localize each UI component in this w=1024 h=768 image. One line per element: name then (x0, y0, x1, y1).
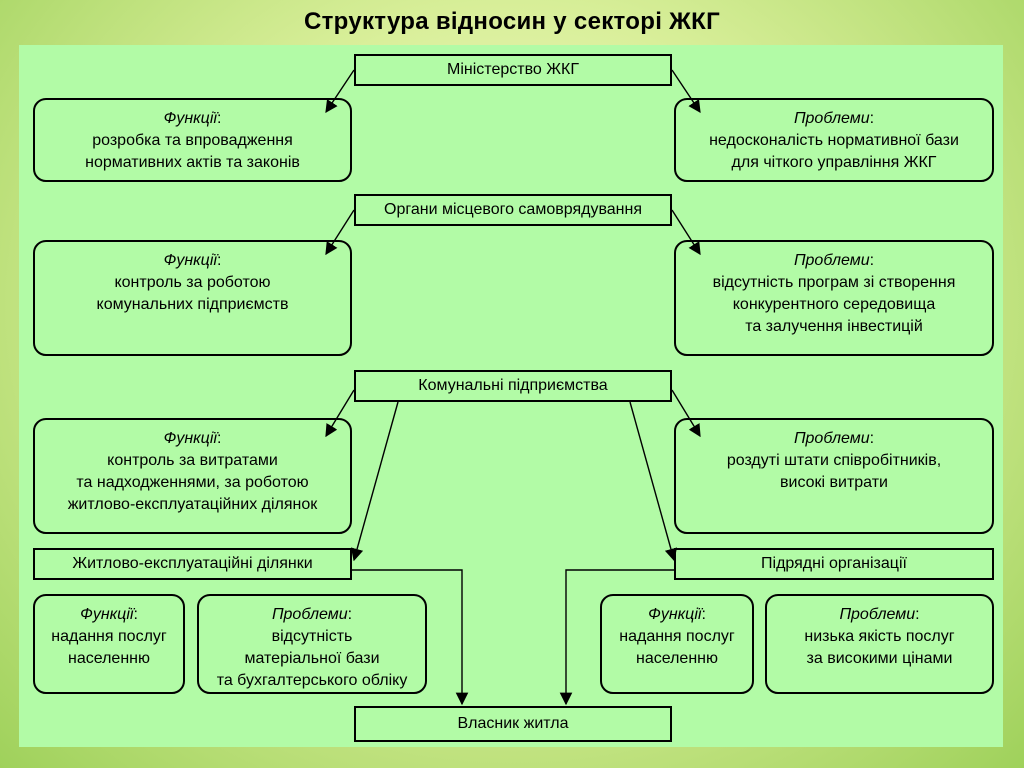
contractor-functions-box: Функції: надання послуг населенню (600, 594, 754, 694)
local-gov-functions-line-1: контроль за роботою (114, 274, 271, 291)
ministry-problems-line-2: для чіткого управління ЖКГ (731, 154, 937, 171)
housing-sites-box: Житлово-експлуатаційні ділянки (33, 548, 352, 580)
utilities-problems-box: Проблеми: роздуті штати співробітників, … (674, 418, 994, 534)
ministry-box: Міністерство ЖКГ (354, 54, 672, 86)
contractor-problems-line-1: низька якість послуг (804, 628, 955, 645)
utilities-label: Комунальні підприємства (418, 377, 608, 394)
ministry-functions-line-2: нормативних актів та законів (85, 154, 300, 171)
housing-functions-head: Функції: (80, 606, 138, 623)
utilities-functions-box: Функції: контроль за витратами та надход… (33, 418, 352, 534)
slide-title: Структура відносин у секторі ЖКГ (304, 8, 720, 35)
housing-problems-head: Проблеми: (271, 606, 353, 623)
contractor-functions-head: Функції: (648, 606, 706, 623)
local-gov-label: Органи місцевого самоврядування (384, 201, 642, 218)
ministry-label: Міністерство ЖКГ (447, 61, 579, 78)
local-gov-problems-line-3: та залучення інвестицій (745, 318, 923, 335)
owner-box: Власник житла (354, 706, 672, 742)
contractor-problems-box: Проблеми: низька якість послуг за високи… (765, 594, 994, 694)
local-gov-functions-head: Функції: (163, 252, 222, 269)
housing-functions-box: Функції: надання послуг населенню (33, 594, 185, 694)
utilities-functions-head: Функції: (163, 430, 222, 447)
contractor-problems-head: Проблеми: (839, 606, 920, 623)
contractor-functions-line-1: надання послуг (619, 628, 735, 645)
local-gov-problems-head: Проблеми: (793, 252, 875, 269)
utilities-problems-line-2: високі витрати (780, 474, 888, 491)
ministry-problems-line-1: недосконаліcть нормативної бази (709, 132, 959, 149)
ministry-functions-line-1: розробка та впровадження (92, 132, 293, 149)
housing-functions-line-1: надання послуг (51, 628, 167, 645)
housing-problems-box: Проблеми: відсутність матеріальної бази … (197, 594, 427, 694)
contractors-label: Підрядні організації (761, 555, 907, 572)
utilities-functions-line-1: контроль за витратами (107, 452, 278, 469)
utilities-functions-line-3: житлово-експлуатаційних ділянок (67, 496, 318, 513)
housing-problems-line-3: та бухгалтерського обліку (216, 672, 408, 689)
housing-sites-label: Житлово-експлуатаційні ділянки (72, 555, 313, 572)
utilities-problems-line-1: роздуті штати співробітників, (726, 452, 942, 469)
ministry-functions-box: Функції: розробка та впровадження нормат… (33, 98, 352, 182)
ministry-problems-box: Проблеми: недосконаліcть нормативної баз… (674, 98, 994, 182)
utilities-problems-head: Проблеми: (793, 430, 875, 447)
ministry-problems-head: Проблеми: (793, 110, 875, 127)
local-gov-problems-line-1: відсутність програм зі створення (712, 274, 956, 291)
owner-label: Власник житла (457, 715, 569, 732)
contractor-functions-line-2: населенню (635, 650, 718, 667)
utilities-box: Комунальні підприємства (354, 370, 672, 402)
housing-functions-line-2: населенню (67, 650, 150, 667)
local-gov-problems-line-2: конкурентного середовища (732, 296, 936, 313)
local-gov-functions-box: Функції: контроль за роботою комунальних… (33, 240, 352, 356)
local-gov-functions-line-2: комунальних підприємств (96, 296, 289, 313)
contractor-problems-line-2: за високими цінами (806, 650, 953, 667)
local-gov-box: Органи місцевого самоврядування (354, 194, 672, 226)
housing-problems-line-1: відсутність (271, 628, 353, 645)
utilities-functions-line-2: та надходженнями, за роботою (76, 474, 309, 491)
ministry-functions-head: Функції: (163, 110, 222, 127)
local-gov-problems-box: Проблеми: відсутність програм зі створен… (674, 240, 994, 356)
housing-problems-line-2: матеріальної бази (244, 650, 380, 667)
contractors-box: Підрядні організації (674, 548, 994, 580)
